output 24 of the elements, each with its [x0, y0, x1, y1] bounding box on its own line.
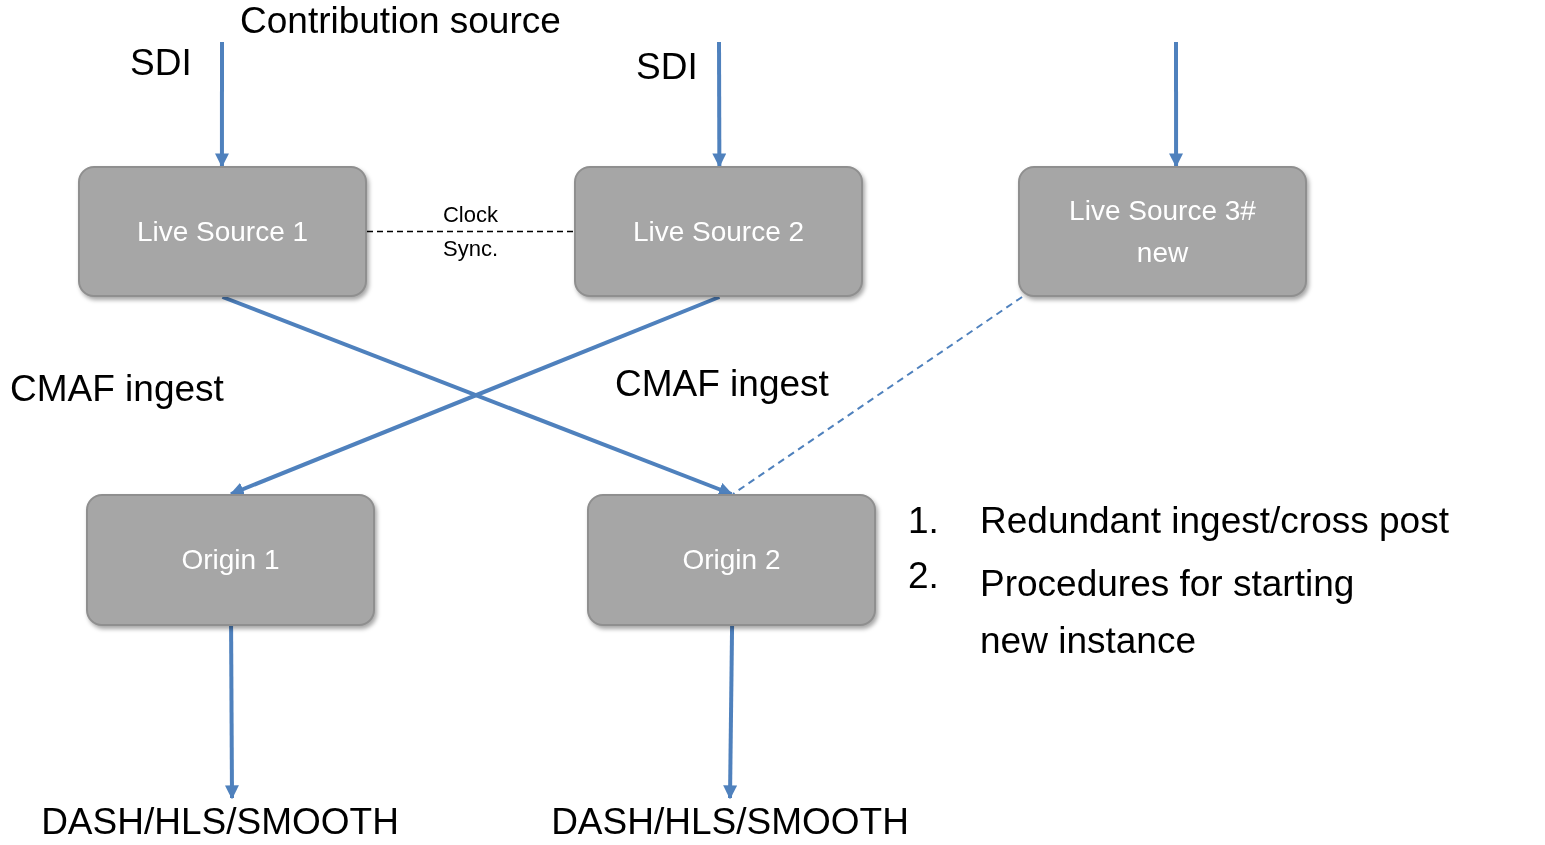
arrow: [214, 42, 229, 168]
dashed-connector: [366, 230, 575, 233]
process-box: Live Source 1: [78, 166, 367, 297]
list-number: 1.: [908, 500, 939, 542]
arrow: [224, 626, 239, 800]
output-format-label: DASH/HLS/SMOOTH: [20, 798, 420, 845]
list-number: 2.: [908, 555, 939, 597]
arrow: [712, 42, 727, 168]
heading: Contribution source: [240, 0, 561, 42]
protocol-label: CMAF ingest: [615, 363, 829, 405]
signal-label: SDI: [130, 42, 192, 84]
list-item: Redundant ingest/cross post: [980, 500, 1449, 542]
process-box: Origin 2: [587, 494, 876, 626]
process-box: Origin 1: [86, 494, 375, 626]
protocol-label: CMAF ingest: [10, 368, 224, 410]
signal-label: SDI: [636, 46, 698, 88]
dashed-connector: [731, 296, 1024, 495]
process-box: Live Source 3# new: [1018, 166, 1307, 297]
list-item: Procedures for starting new instance: [980, 562, 1356, 664]
process-box: Live Source 2: [574, 166, 863, 297]
arrow: [1169, 42, 1184, 168]
arrow: [723, 625, 738, 800]
output-format-label: DASH/HLS/SMOOTH: [530, 798, 930, 845]
edge-label: Clock Sync.: [442, 200, 499, 263]
